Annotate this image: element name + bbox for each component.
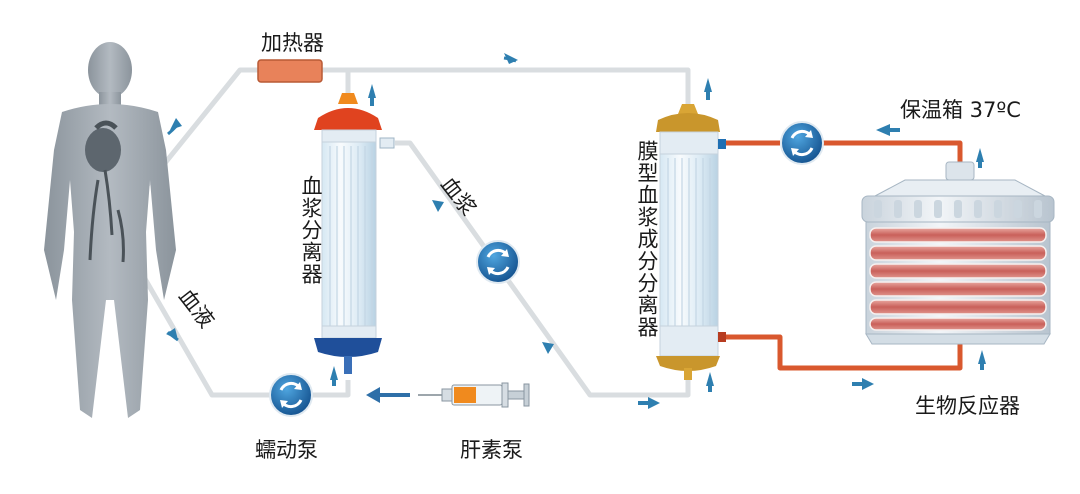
heater-label: 加热器 [261,31,324,55]
plasma-separator-unit [314,93,395,374]
pump-icon [780,121,824,165]
syringe-icon [418,382,530,408]
heart-icon [85,120,125,263]
membrane-separator-label: 膜型血浆成分分离器 [635,140,659,338]
peristaltic-pump-label: 蠕动泵 [255,438,318,462]
pump-icon [476,240,520,284]
red-tubing [722,140,963,371]
heater-unit [257,59,323,83]
incubator-label: 保温箱 37ºC [900,98,1021,122]
heparin-flow-arrow [366,387,410,403]
pump-icon [269,373,313,417]
heparin-pump-label: 肝素泵 [460,438,523,462]
human-body-icon [44,42,176,418]
grey-tubing [113,67,691,398]
membrane-separator-unit [656,104,726,380]
plasma-separator-label: 血浆分离器 [299,175,323,285]
bioreactor-label: 生物反应器 [915,394,1020,418]
flow-arrow-icon [166,53,986,409]
bioreactor-icon [861,161,1055,345]
